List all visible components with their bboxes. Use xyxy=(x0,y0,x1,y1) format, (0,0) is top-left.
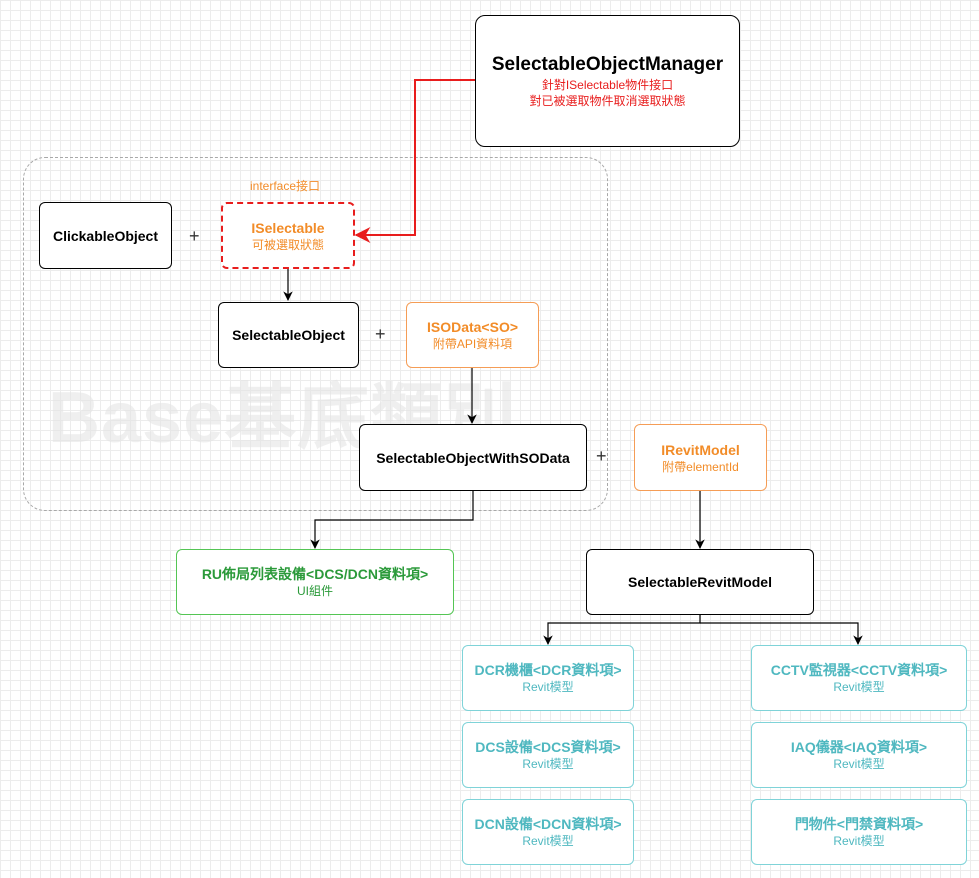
with-sodata-title: SelectableObjectWithSOData xyxy=(376,449,570,466)
revit-child-sub: Revit模型 xyxy=(522,757,574,771)
plus-sign: + xyxy=(596,446,607,466)
ru-sub: UI組件 xyxy=(296,584,333,598)
revit-child-title: IAQ儀器<IAQ資料項> xyxy=(790,739,928,755)
interface-label: interface接口 xyxy=(250,179,321,193)
selectable-revit-model-node[interactable]: SelectableRevitModel xyxy=(586,549,814,615)
iselectable-node[interactable]: ISelectable 可被選取狀態 xyxy=(221,202,355,269)
revit-child-door[interactable]: 門物件<門禁資料項> Revit模型 xyxy=(751,799,967,865)
selectable-object-manager-node[interactable]: SelectableObjectManager 針對ISelectable物件接… xyxy=(475,15,740,147)
manager-desc-line1: 針對ISelectable物件接口 xyxy=(541,78,674,92)
clickable-object-node[interactable]: ClickableObject xyxy=(39,202,172,269)
revit-child-sub: Revit模型 xyxy=(833,680,885,694)
edge-withsodata-to-ru xyxy=(310,491,474,549)
isodata-title: ISOData<SO> xyxy=(426,319,519,335)
selectable-object-node[interactable]: SelectableObject xyxy=(218,302,359,368)
selectable-object-title: SelectableObject xyxy=(232,327,345,343)
irevitmodel-sub: 附帶elementId xyxy=(662,459,739,474)
revit-child-cctv[interactable]: CCTV監視器<CCTV資料項> Revit模型 xyxy=(751,645,967,711)
isodata-sub: 附帶API資料項 xyxy=(432,337,513,351)
ru-title: RU佈局列表設備<DCS/DCN資料項> xyxy=(201,566,429,582)
revit-child-iaq[interactable]: IAQ儀器<IAQ資料項> Revit模型 xyxy=(751,722,967,788)
edge-manager-to-iselectable xyxy=(354,79,475,243)
irevitmodel-node[interactable]: IRevitModel 附帶elementId xyxy=(634,424,767,491)
revit-child-sub: Revit模型 xyxy=(833,757,885,771)
revit-child-dcs[interactable]: DCS設備<DCS資料項> Revit模型 xyxy=(462,722,634,788)
plus-sign: + xyxy=(375,324,386,344)
base-class-group xyxy=(23,157,608,511)
irevitmodel-title: IRevitModel xyxy=(661,441,740,458)
revit-child-sub: Revit模型 xyxy=(522,680,574,694)
manager-desc-line2: 對已被選取物件取消選取狀態 xyxy=(529,94,686,108)
edge-revitmodel-to-right-children xyxy=(700,622,863,645)
edge-revitmodel-to-left-children xyxy=(543,615,701,645)
revit-child-dcr[interactable]: DCR機櫃<DCR資料項> Revit模型 xyxy=(462,645,634,711)
revit-child-title: DCN設備<DCN資料項> xyxy=(474,816,622,832)
ru-layout-component-node[interactable]: RU佈局列表設備<DCS/DCN資料項> UI組件 xyxy=(176,549,454,615)
revit-child-title: DCS設備<DCS資料項> xyxy=(475,739,621,755)
manager-title: SelectableObjectManager xyxy=(491,54,724,75)
iselectable-sub: 可被選取狀態 xyxy=(251,237,324,252)
revit-child-sub: Revit模型 xyxy=(833,834,885,848)
revit-child-title: DCR機櫃<DCR資料項> xyxy=(474,662,622,678)
revit-model-title: SelectableRevitModel xyxy=(628,574,772,590)
revit-child-sub: Revit模型 xyxy=(522,834,574,848)
isodata-node[interactable]: ISOData<SO> 附帶API資料項 xyxy=(406,302,539,368)
plus-sign: + xyxy=(189,226,200,246)
iselectable-title: ISelectable xyxy=(251,219,325,236)
revit-child-title: CCTV監視器<CCTV資料項> xyxy=(770,662,948,678)
selectable-object-with-sodata-node[interactable]: SelectableObjectWithSOData xyxy=(359,424,587,491)
revit-child-dcn[interactable]: DCN設備<DCN資料項> Revit模型 xyxy=(462,799,634,865)
clickable-object-title: ClickableObject xyxy=(52,227,159,244)
revit-child-title: 門物件<門禁資料項> xyxy=(794,816,924,832)
